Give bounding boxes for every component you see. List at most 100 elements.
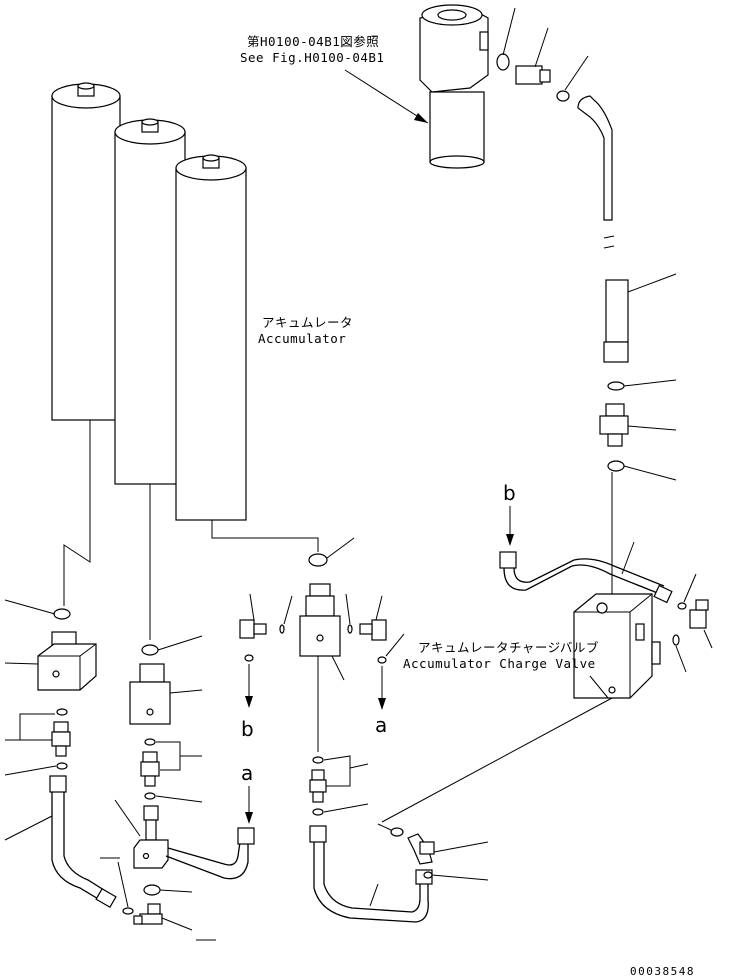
block-middle [129, 663, 171, 725]
leader-o-ring-top [502, 7, 516, 56]
hose-right-vertical [577, 95, 677, 363]
hose-charge-valve [499, 551, 673, 604]
line-accumulator-1 [63, 420, 91, 606]
charge-valve-connection-line [381, 697, 613, 823]
leader-hose-left [4, 815, 53, 841]
connection-mark-b-lower: b [241, 717, 254, 741]
leader-o-ring-col3-1 [326, 537, 355, 559]
leader-hose-charge-valve [621, 541, 635, 575]
leader-tee-block [114, 799, 141, 837]
o-ring-fitting-a [347, 624, 353, 634]
o-ring-mid-4 [143, 884, 161, 896]
o-ring-valve-1 [677, 602, 687, 610]
elbow-fitting-b [239, 593, 267, 639]
leader-elbow-left [5, 713, 55, 741]
connector-right [599, 403, 677, 447]
elbow-left [51, 721, 71, 757]
elbow-bottom-right [407, 833, 435, 865]
leader-elbow-bottom-right [433, 841, 489, 853]
tee-block-middle [133, 805, 169, 869]
hose-middle [165, 827, 255, 880]
line-accumulator-3 [211, 520, 319, 552]
leader-o-ring-fitting-a [345, 593, 351, 625]
block-col3 [299, 583, 341, 657]
o-ring-right-1 [607, 381, 625, 391]
o-ring-col3-3 [312, 808, 324, 816]
reference-arrowhead [414, 113, 428, 123]
leader-o-ring-left-3 [4, 765, 57, 776]
o-ring-col3-2 [312, 756, 324, 764]
connection-mark-a-upper: a [375, 713, 387, 737]
filter-assembly [419, 4, 489, 169]
leader-o-ring-top-2 [564, 55, 589, 91]
union-fitting-top [515, 27, 551, 85]
elbow-fitting-a [359, 595, 387, 641]
leader-o-ring-left-4 [117, 861, 129, 908]
o-ring-left-2 [56, 708, 68, 716]
o-ring-a [377, 656, 387, 664]
o-ring-mid-1 [141, 644, 159, 656]
charge-valve-label-en: Accumulator Charge Valve [403, 656, 596, 671]
leader-block-col3 [331, 655, 345, 681]
leader-o-ring-mid-1 [157, 635, 203, 651]
leader-elbow-valve-side [703, 629, 713, 649]
leader-elbow-col3 [323, 755, 369, 787]
filter-reference-jp: 第H0100-04B1図参照 [247, 34, 379, 49]
leader-o-ring-right-2 [623, 465, 677, 481]
leader-block-left [4, 662, 39, 665]
leader-o-ring-valve-2 [675, 645, 687, 673]
o-ring-fitting-b [279, 624, 285, 634]
leader-o-ring-col3-3 [323, 803, 369, 813]
hose-left [49, 775, 117, 909]
arrow-b-upper-head [506, 534, 514, 546]
leader-hose-col3 [369, 883, 379, 907]
arrow-a-upper-head [378, 698, 386, 710]
o-ring-top [496, 53, 510, 71]
accumulator-label-jp: アキュムレータ [262, 315, 353, 330]
accumulator-3 [175, 154, 247, 521]
reference-leader-line [344, 69, 429, 124]
filter-reference-en: See Fig.H0100-04B1 [240, 50, 384, 65]
o-ring-col3-4 [390, 827, 404, 837]
o-ring-left-1 [53, 608, 71, 620]
leader-o-ring-bottom-right [431, 874, 489, 881]
leader-block-middle [169, 689, 203, 694]
o-ring-mid-2 [144, 738, 156, 746]
accumulator-1 [51, 82, 121, 421]
leader-o-ring-a [385, 633, 405, 657]
elbow-valve-side [689, 599, 709, 629]
o-ring-b [244, 654, 254, 662]
arrow-b-head [245, 696, 253, 708]
o-ring-left-3 [56, 762, 68, 770]
arrow-a-head [245, 812, 253, 824]
leader-o-ring-mid-4 [159, 889, 193, 893]
leader-o-ring-right-1 [623, 379, 677, 387]
connection-mark-a-lower: a [241, 761, 253, 785]
elbow-bottom-left [133, 903, 163, 925]
o-ring-right-2 [607, 460, 625, 472]
o-ring-top-2 [556, 90, 570, 102]
drawing-number: 00038548 [630, 965, 695, 978]
elbow-col3 [309, 769, 327, 803]
o-ring-left-4 [122, 907, 134, 915]
block-left [37, 631, 97, 691]
o-ring-col3-1 [308, 553, 328, 567]
leader-o-ring-left-1 [4, 599, 56, 615]
leader-o-ring-valve-1 [683, 573, 697, 603]
o-ring-mid-3 [144, 792, 156, 800]
accumulator-label-en: Accumulator [258, 331, 346, 346]
leader-o-ring-fitting-b [283, 595, 293, 625]
charge-valve-leader [589, 675, 609, 699]
accumulator-charge-valve [573, 593, 661, 699]
leader-o-ring-col3-4 [377, 823, 392, 831]
leader-o-ring-mid-3 [155, 795, 203, 803]
leader-elbow-bottom-left [161, 917, 193, 931]
o-ring-valve-2 [672, 634, 680, 646]
leader-elbow-middle [156, 741, 202, 771]
o-ring-bottom-right [423, 871, 433, 879]
connection-mark-b-upper: b [503, 481, 516, 505]
charge-valve-label-jp: アキュムレータチャージバルブ [418, 640, 599, 655]
accumulator-2 [114, 118, 186, 485]
